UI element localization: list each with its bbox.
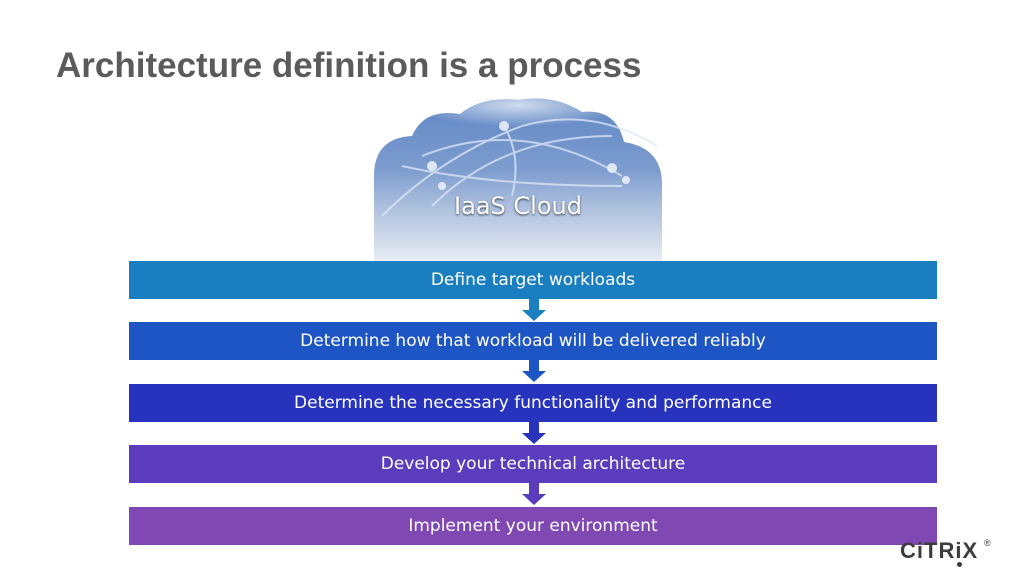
cloud-icon [372, 96, 664, 306]
down-arrow-icon [522, 483, 546, 505]
citrix-logo: CiTRiX ® [900, 538, 992, 568]
logo-text: CiTRiX [900, 538, 979, 563]
step-define-target-workloads: Define target workloads [129, 261, 937, 299]
slide-title: Architecture definition is a process [56, 46, 642, 85]
step-determine-functionality: Determine the necessary functionality an… [129, 384, 937, 422]
registered-mark: ® [984, 538, 991, 548]
step-develop-architecture: Develop your technical architecture [129, 445, 937, 483]
down-arrow-icon [522, 422, 546, 444]
logo-dot [957, 562, 962, 567]
cloud-label: IaaS Cloud [454, 192, 582, 220]
down-arrow-icon [522, 299, 546, 321]
down-arrow-icon [522, 360, 546, 382]
step-determine-delivery: Determine how that workload will be deli… [129, 322, 937, 360]
step-implement-environment: Implement your environment [129, 507, 937, 545]
